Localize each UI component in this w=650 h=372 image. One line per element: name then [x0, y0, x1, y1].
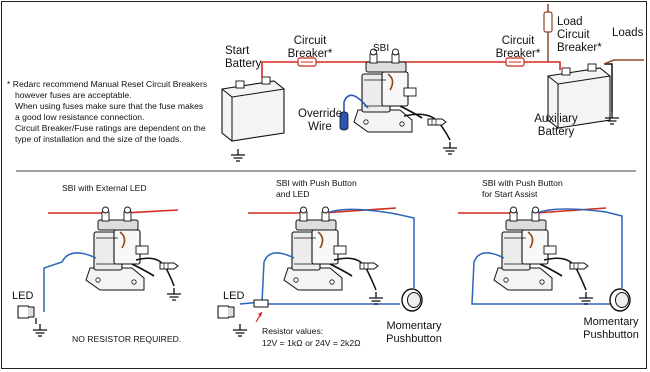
footnote-line: * Redarc recommend Manual Reset Circuit … [7, 79, 208, 89]
panel1-led-ground [32, 323, 48, 337]
footnote-line: type of installation and the size of the… [15, 133, 182, 144]
panel1-led-label: LED [12, 290, 34, 302]
start-battery-label: Start Battery [225, 45, 262, 70]
load-breaker-symbol [543, 11, 553, 33]
panel2-title: SBI with Push Button and LED [276, 178, 357, 199]
panel1-led [17, 305, 35, 319]
top-wiring [221, 4, 644, 162]
sbi-connector [427, 118, 447, 126]
panel2-ground [368, 291, 384, 305]
circuit-breaker-right-label: Circuit Breaker* [495, 35, 541, 60]
panel-ext-led-wiring [17, 206, 182, 337]
panel1-sbi-unit [85, 206, 155, 291]
no-resistor-label: NO RESISTOR REQUIRED. [72, 334, 182, 344]
panel1-title: SBI with External LED [62, 183, 147, 193]
load-circuit-breaker-label: Load Circuit Breaker* [557, 16, 602, 54]
panel1-ground [166, 287, 182, 301]
override-wire-plug [339, 111, 349, 131]
footnote-line: however fuses are acceptable. [15, 89, 132, 100]
panel2-led [217, 305, 235, 319]
panel3-title: SBI with Push Button for Start Assist [482, 178, 563, 199]
footnote-line: Circuit Breaker/Fuse ratings are depende… [15, 122, 206, 133]
panel3-sbi-unit [493, 206, 563, 291]
start-battery-symbol [221, 76, 285, 142]
panel2-pushbutton-label: Momentary Pushbutton [386, 320, 442, 345]
loads-label: Loads [612, 27, 644, 39]
breaker-footnote: * Redarc recommend Manual Reset Circuit … [7, 79, 229, 144]
start-battery-ground [230, 148, 246, 162]
panel-push-led-wiring [217, 206, 423, 337]
panel2-led-label: LED [223, 290, 245, 302]
panel1-connector [159, 262, 179, 270]
resistor-symbol [253, 299, 269, 308]
sbi-ground [442, 141, 458, 155]
panel3-ground [578, 291, 594, 305]
footnote-line: When using fuses make sure that the fuse… [15, 100, 204, 111]
resistor-values-label: Resistor values: 12V = 1kΩ or 24V = 2k2Ω [262, 326, 361, 348]
panel3-pushbutton [609, 288, 631, 312]
panel3-pushbutton-label: Momentary Pushbutton [583, 316, 639, 341]
footnote-line: a good low resistance connection. [15, 111, 145, 122]
override-wire-label: Override Wire [298, 108, 343, 133]
panel3-connector [569, 262, 589, 270]
panel-start-assist-wiring [458, 206, 631, 312]
sbi-label: SBI [373, 43, 390, 54]
auxiliary-battery-label: Auxiliary Battery [534, 113, 578, 138]
panel2-connector [359, 262, 379, 270]
circuit-breaker-left-label: Circuit Breaker* [287, 35, 333, 60]
panel2-sbi-unit [283, 206, 353, 291]
panel2-led-ground [232, 323, 248, 337]
panel2-pushbutton [401, 288, 423, 312]
